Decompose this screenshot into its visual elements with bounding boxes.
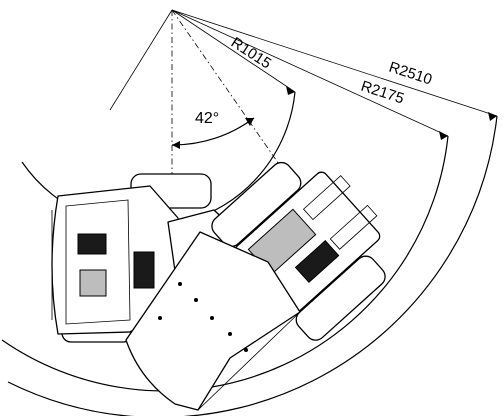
inner-radius-label: R1015 <box>228 34 274 72</box>
cabin-seat <box>77 233 107 255</box>
outer-radius-label: R2510 <box>387 59 434 89</box>
mid-radius-arc <box>1 135 449 392</box>
diagonal-centre-line <box>171 9 291 181</box>
front-cylinder-2 <box>329 204 378 250</box>
bucket-edge-line <box>197 311 301 411</box>
steering-console <box>133 251 155 289</box>
front-cylinder <box>302 175 351 221</box>
outer-radius-arrow <box>488 112 497 121</box>
angle-arc <box>171 117 255 146</box>
angle-label: 42° <box>195 110 219 127</box>
left-radius-line <box>109 9 173 111</box>
inner-radius-leader <box>171 9 296 93</box>
front-wheel-top <box>211 161 302 248</box>
cabin-outline <box>65 199 131 325</box>
dimension-lines <box>109 9 498 181</box>
angle-arrow-left <box>172 141 180 149</box>
inner-radius-arrow <box>286 86 295 95</box>
cabin-seat-back <box>79 269 107 297</box>
mid-radius-label: R2175 <box>359 78 406 108</box>
outer-radius-leader <box>171 9 498 117</box>
outer-radius-arc <box>7 115 498 416</box>
front-wheel-bottom <box>295 255 386 341</box>
loader-top-view <box>51 161 386 411</box>
mid-radius-leader <box>171 9 449 137</box>
front-hydraulic-block <box>294 239 340 284</box>
bucket-bolts <box>158 282 248 352</box>
mid-radius-arrow <box>439 131 448 140</box>
angle-arrow-right <box>245 118 254 126</box>
